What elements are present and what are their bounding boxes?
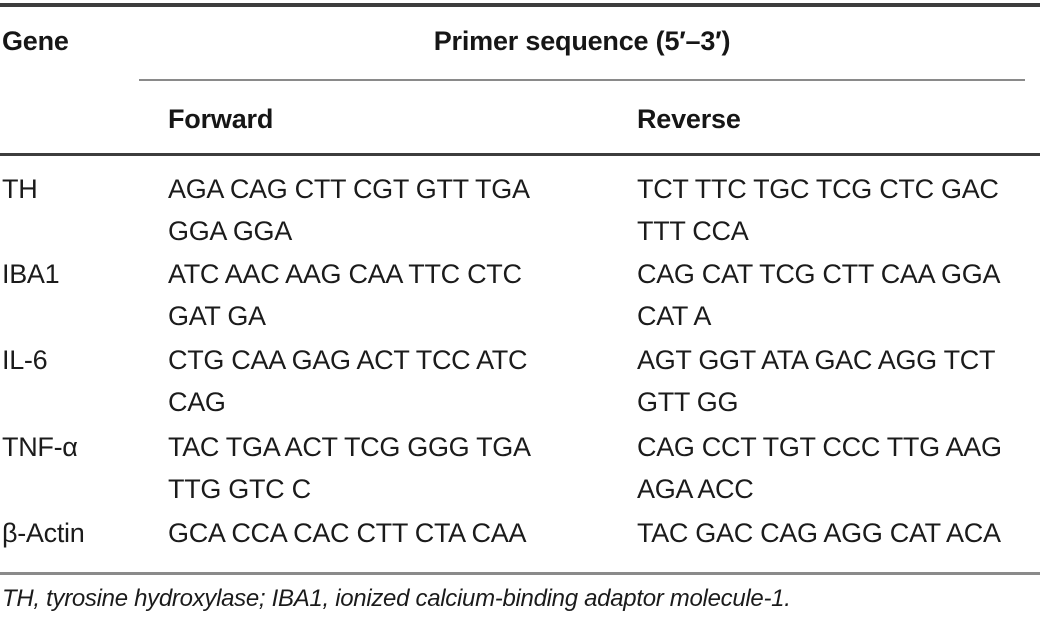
cell-reverse: AGT GGT ATA GAC AGG TCT GTT GG (637, 345, 996, 417)
column-header-gene: Gene (2, 26, 69, 56)
table-top-rule (0, 3, 1040, 7)
column-header-reverse: Reverse (637, 104, 741, 134)
cell-reverse: CAG CAT TCG CTT CAA GGA CAT A (637, 259, 1001, 331)
cell-forward: AGA CAG CTT CGT GTT TGA GGA GGA (168, 174, 530, 246)
header-bottom-rule (0, 153, 1040, 156)
table-row: TH AGA CAG CTT CGT GTT TGA GGA GGA TCT T… (0, 168, 1040, 253)
cell-reverse: TAC GAC CAG AGG CAT ACA (637, 518, 1001, 548)
cell-forward: GCA CCA CAC CTT CTA CAA (168, 518, 527, 548)
cell-reverse: TCT TTC TGC TCG CTC GAC TTT CCA (637, 174, 999, 246)
primer-span-rule (139, 79, 1025, 81)
cell-forward: ATC AAC AAG CAA TTC CTC GAT GA (168, 259, 522, 331)
column-header-primer-sequence: Primer sequence (5′–3′) (433, 26, 731, 56)
table-row: β-Actin GCA CCA CAC CTT CTA CAA TAC GAC … (0, 512, 1040, 562)
cell-gene: TNF-α (2, 432, 78, 462)
cell-gene: TH (2, 174, 38, 204)
cell-forward: CTG CAA GAG ACT TCC ATC CAG (168, 345, 528, 417)
cell-gene: β-Actin (2, 518, 85, 548)
table-row: IL-6 CTG CAA GAG ACT TCC ATC CAG AGT GGT… (0, 339, 1040, 426)
cell-forward: TAC TGA ACT TCG GGG TGA TTG GTC C (168, 432, 531, 504)
table-footnote: TH, tyrosine hydroxylase; IBA1, ionized … (2, 585, 791, 612)
table-bottom-rule (0, 572, 1040, 575)
table-body: TH AGA CAG CTT CGT GTT TGA GGA GGA TCT T… (0, 168, 1040, 562)
table-row: TNF-α TAC TGA ACT TCG GGG TGA TTG GTC C … (0, 426, 1040, 512)
cell-reverse: CAG CCT TGT CCC TTG AAG AGA ACC (637, 432, 1002, 504)
cell-gene: IL-6 (2, 345, 48, 375)
cell-gene: IBA1 (2, 259, 60, 289)
column-header-forward: Forward (168, 104, 274, 134)
table-row: IBA1 ATC AAC AAG CAA TTC CTC GAT GA CAG … (0, 253, 1040, 339)
